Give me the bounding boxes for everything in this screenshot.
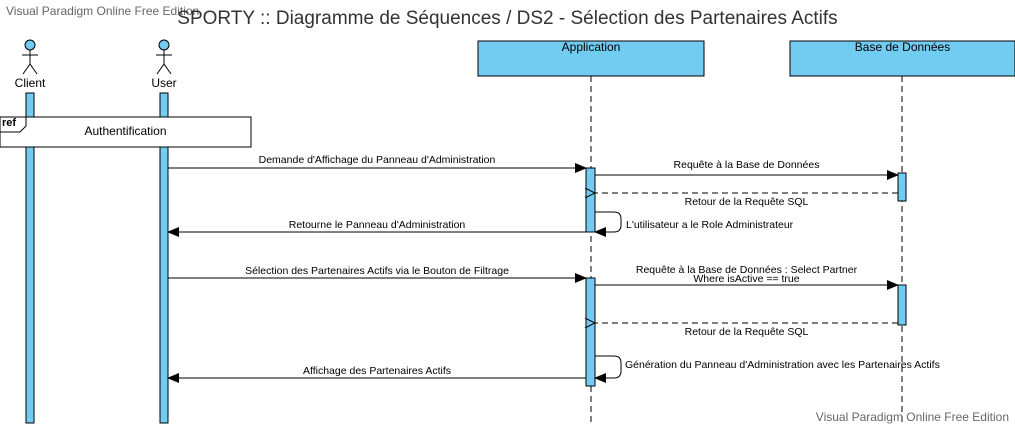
user-activation-bar [159, 92, 169, 424]
actor-client-figure [22, 39, 38, 75]
ref-fragment-label: Authentification [84, 124, 167, 138]
application-activation-2 [585, 277, 596, 387]
ref-fragment-frame [0, 116, 252, 148]
application-activation-1 [585, 167, 596, 233]
actor-user-label: User [151, 76, 177, 90]
diagram-title: SPORTY :: Diagramme de Séquences / DS2 -… [177, 8, 838, 29]
message-label-4: L'utilisateur a le Role Administrateur [626, 219, 794, 231]
database-activation-2 [897, 284, 907, 326]
ref-fragment-tag: ref [2, 117, 17, 129]
message-label-8: Retour de la Requête SQL [684, 326, 809, 338]
lifeline-application-label: Application [561, 40, 621, 54]
message-arrow-9-self [594, 355, 622, 383]
message-label-10: Affichage des Partenaires Actifs [302, 365, 452, 377]
lifeline-database-label: Base de Données [854, 40, 951, 54]
message-label-3: Retour de la Requête SQL [684, 196, 809, 208]
message-label-9: Génération du Panneau d'Administration a… [625, 359, 940, 371]
actor-client-label: Client [14, 76, 46, 90]
database-activation-1 [897, 172, 907, 202]
message-arrow-4-self [594, 211, 622, 237]
message-label-7-line2: Where isActive == true [693, 273, 800, 285]
message-label-2: Requête à la Base de Données [673, 159, 820, 171]
client-activation-bar [25, 92, 35, 424]
message-label-5: Retourne le Panneau d'Administration [288, 219, 466, 231]
actor-user-figure [156, 39, 172, 75]
message-label-6: Sélection des Partenaires Actifs via le … [245, 265, 509, 277]
watermark-bottom: Visual Paradigm Online Free Edition [815, 410, 1009, 424]
watermark-top: Visual Paradigm Online Free Edition [6, 4, 200, 18]
message-label-1: Demande d'Affichage du Panneau d'Adminis… [258, 154, 496, 166]
lifeline-database-head [789, 40, 1015, 77]
message-label-7-line1: Requête à la Base de Données : Select Pa… [635, 264, 858, 276]
